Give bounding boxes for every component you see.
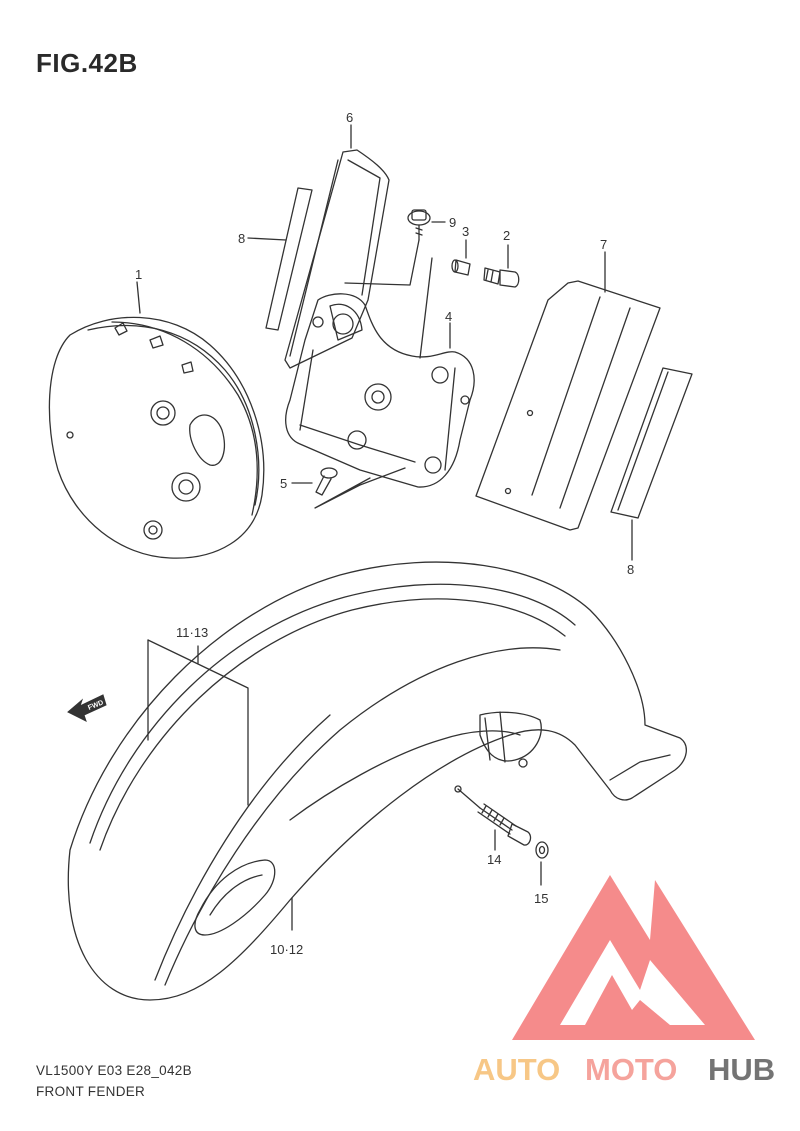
watermark-text-auto: AUTO [473, 1052, 560, 1087]
callout-1: 1 [135, 267, 142, 282]
callout-15: 15 [534, 891, 548, 906]
part-2-bolt-drawing [483, 244, 520, 288]
part-1-cover-drawing [48, 281, 265, 559]
part-4-bracket-drawing [285, 293, 475, 488]
part-6-panel-drawing [284, 124, 390, 369]
callout-14: 14 [487, 852, 501, 867]
part-11-13-leader-drawing [147, 639, 249, 806]
callout-3: 3 [462, 224, 469, 239]
part-5-screw-drawing [291, 467, 406, 509]
part-7-panel-drawing [475, 251, 661, 531]
forward-arrow-icon: FWD [67, 694, 107, 722]
callout-10-12: 10·12 [270, 942, 303, 957]
callout-9: 9 [449, 215, 456, 230]
callout-8-upper: 8 [238, 231, 245, 246]
part-14-bolt-drawing [457, 788, 532, 851]
callout-2: 2 [503, 228, 510, 243]
watermark-text-moto: MOTO [585, 1052, 677, 1087]
part-8-lower-strip-drawing [610, 367, 693, 561]
watermark-logo: AUTO MOTO HUB [473, 875, 775, 1087]
part-10-12-fender-drawing [67, 561, 687, 1001]
figure-title: FIG.42B [36, 48, 138, 78]
callout-4: 4 [445, 309, 452, 324]
model-code: VL1500Y E03 E28_042B [36, 1063, 192, 1078]
callout-5: 5 [280, 476, 287, 491]
part-15-washer-drawing [535, 841, 549, 886]
part-8-upper-strip-drawing [247, 187, 313, 331]
callout-8-lower: 8 [627, 562, 634, 577]
section-name: FRONT FENDER [36, 1084, 146, 1099]
part-3-collar-drawing [419, 239, 471, 359]
callout-11-13: 11·13 [176, 625, 208, 640]
watermark-text-hub: HUB [708, 1052, 775, 1087]
callout-6: 6 [346, 110, 353, 125]
part-9-bolt-drawing [344, 209, 446, 286]
callout-7: 7 [600, 237, 607, 252]
